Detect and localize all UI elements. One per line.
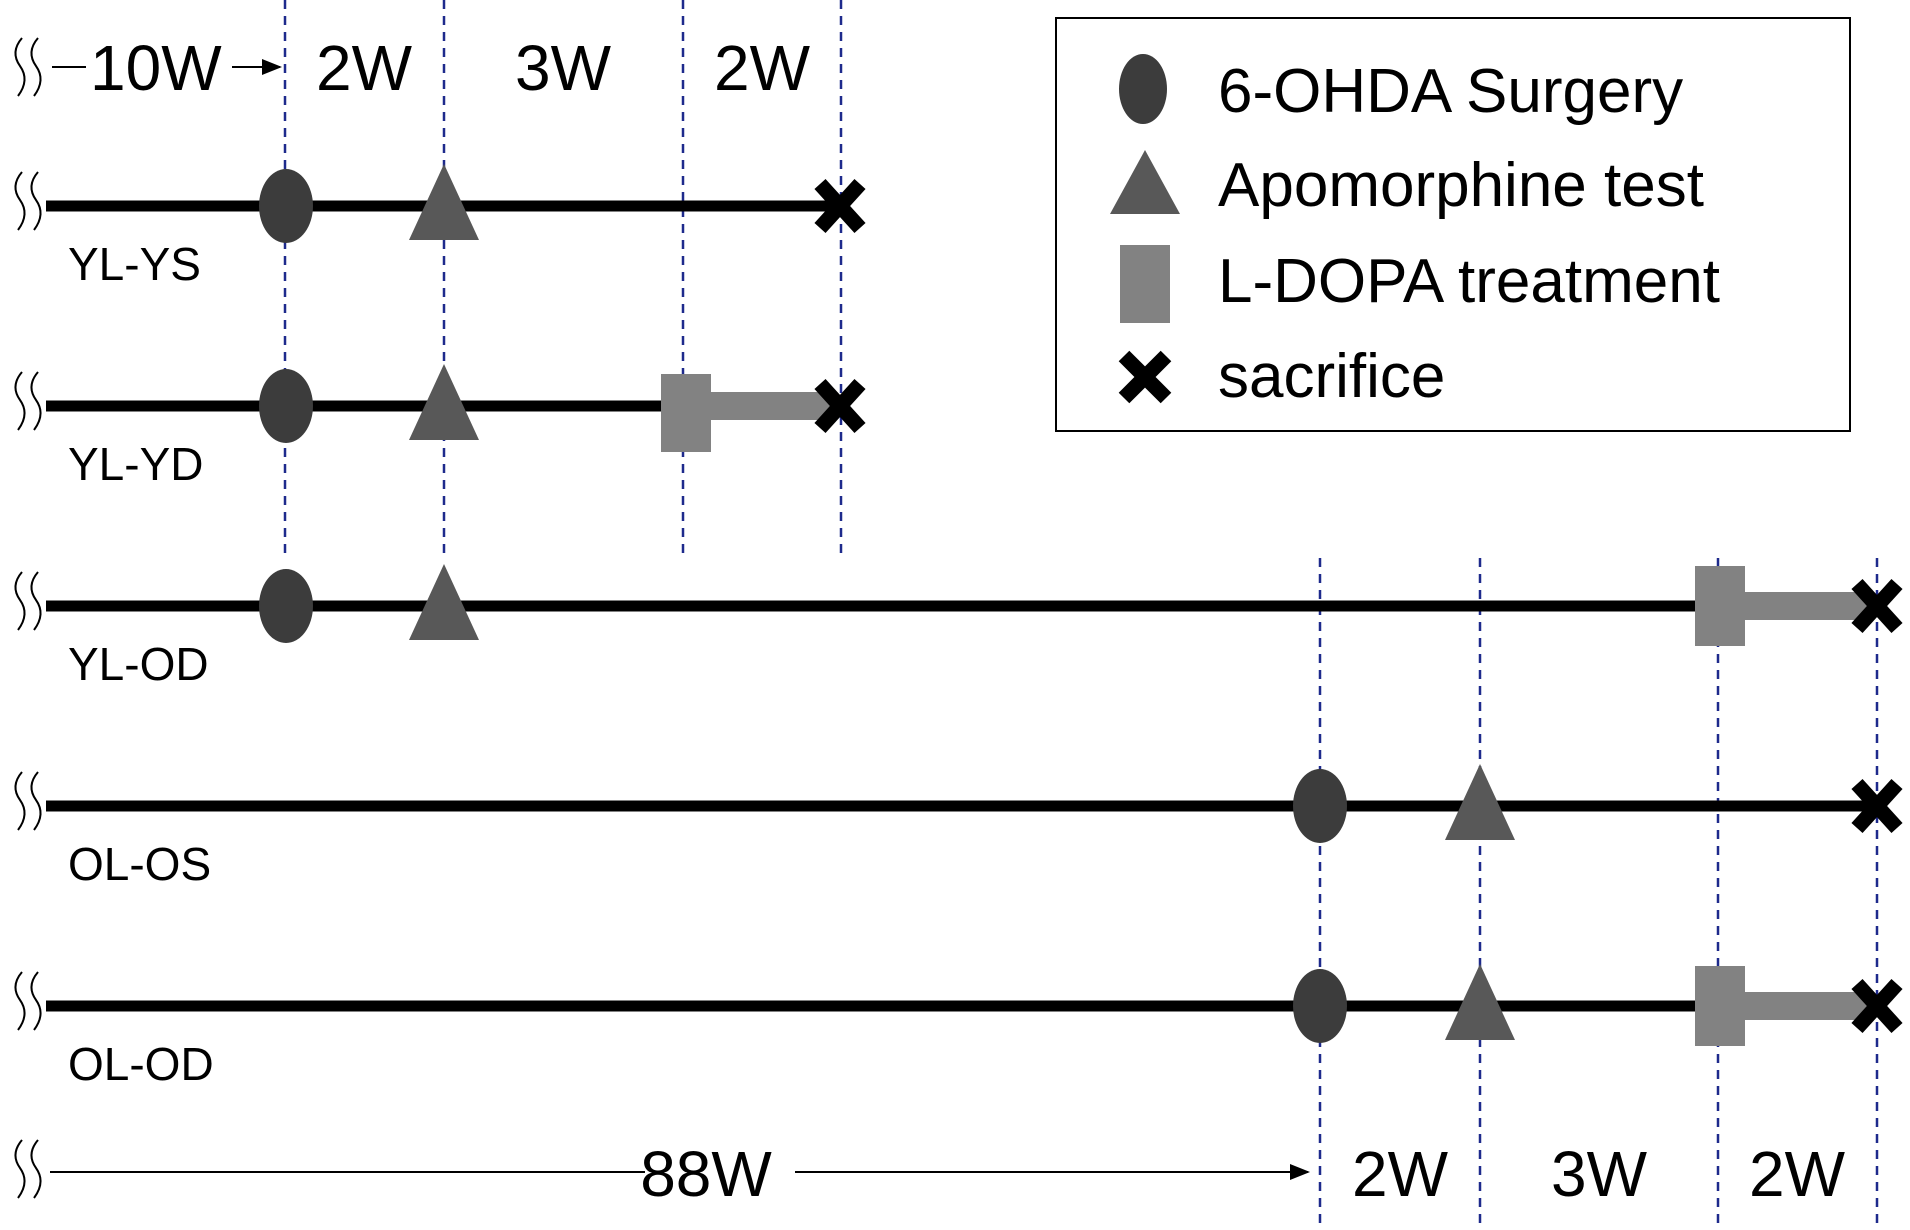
break-mark-icon [14, 571, 42, 631]
interval-label: 2W [1352, 1138, 1449, 1210]
lead-interval-label: 88W [640, 1138, 772, 1210]
legend-label: sacrifice [1218, 342, 1445, 411]
break-mark-icon [14, 37, 42, 97]
legend-item-apomorphine: Apomorphine test [1110, 150, 1704, 220]
interval-label: 2W [1749, 1138, 1846, 1210]
apomorphine-marker [1445, 764, 1515, 840]
group-label: OL-OD [68, 1038, 214, 1090]
apomorphine-marker [409, 364, 479, 440]
triangle-icon [1110, 150, 1180, 214]
ldopa-marker [1695, 966, 1745, 1046]
old-guide-lines [1318, 558, 1879, 1230]
sacrifice-marker [1851, 778, 1903, 834]
legend-box [1055, 17, 1851, 432]
group-row-yl-ys: YL-YS [14, 164, 866, 290]
break-mark-icon [14, 1139, 42, 1199]
surgery-marker [1293, 969, 1347, 1043]
interval-label: 2W [714, 32, 811, 104]
break-mark-icon [14, 171, 42, 231]
break-mark-icon [14, 771, 42, 831]
surgery-marker [259, 569, 313, 643]
break-mark-icon [14, 971, 42, 1031]
ellipse-icon [1119, 54, 1167, 124]
square-icon [1120, 245, 1170, 323]
group-label: YL-YD [68, 438, 203, 490]
cross-icon [1118, 350, 1172, 404]
apomorphine-marker [1445, 964, 1515, 1040]
sacrifice-marker [814, 378, 866, 434]
group-row-yl-yd: YL-YD [14, 364, 866, 490]
ldopa-marker [1695, 566, 1745, 646]
legend-label: Apomorphine test [1218, 151, 1704, 220]
sacrifice-marker [1851, 978, 1903, 1034]
top-axis: 10W 2W 3W 2W [14, 32, 811, 104]
group-label: YL-OD [68, 638, 209, 690]
surgery-marker [1293, 769, 1347, 843]
legend: 6-OHDA Surgery Apomorphine test L-DOPA t… [1055, 17, 1851, 432]
group-label: OL-OS [68, 838, 211, 890]
group-row-ol-od: OL-OD [14, 964, 1903, 1090]
apomorphine-marker [409, 564, 479, 640]
young-guide-lines [283, 0, 843, 558]
surgery-marker [259, 369, 313, 443]
sacrifice-marker [1851, 578, 1903, 634]
group-row-ol-os: OL-OS [14, 764, 1903, 890]
legend-label: L-DOPA treatment [1218, 247, 1720, 316]
interval-label: 3W [515, 32, 612, 104]
group-row-yl-od: YL-OD [14, 564, 1903, 690]
group-label: YL-YS [68, 238, 201, 290]
apomorphine-marker [409, 164, 479, 240]
legend-label: 6-OHDA Surgery [1218, 57, 1683, 126]
sacrifice-marker [814, 178, 866, 234]
legend-item-ldopa: L-DOPA treatment [1120, 245, 1720, 323]
surgery-marker [259, 169, 313, 243]
ldopa-marker [661, 374, 711, 452]
bottom-axis: 88W 2W 3W 2W [14, 1138, 1846, 1210]
interval-label: 2W [316, 32, 413, 104]
legend-item-surgery: 6-OHDA Surgery [1119, 54, 1683, 126]
lead-interval-label: 10W [90, 32, 222, 104]
legend-item-sacrifice: sacrifice [1118, 342, 1445, 411]
interval-label: 3W [1551, 1138, 1648, 1210]
break-mark-icon [14, 371, 42, 431]
